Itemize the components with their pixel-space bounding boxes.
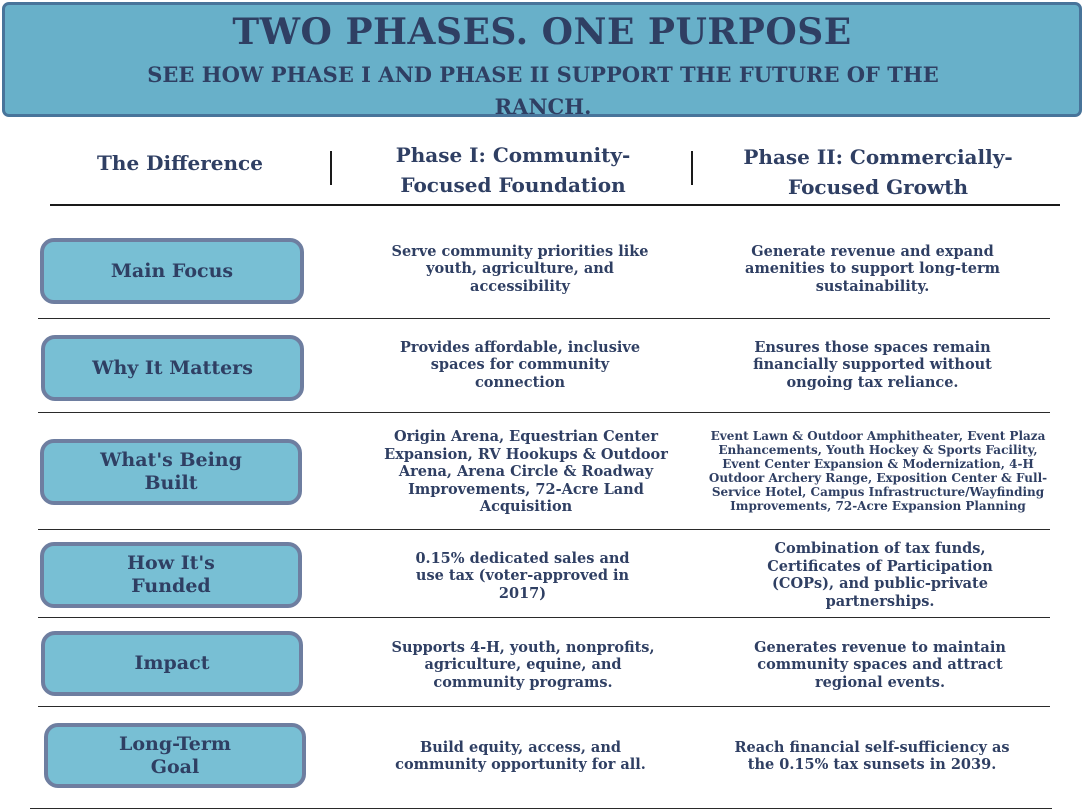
row-divider [38,412,1050,413]
row-label-long-term-goal: Long-Term Goal [44,723,306,788]
phase1-whats-being-built: Origin Arena, Equestrian Center Expansio… [384,428,668,516]
row-label-impact: Impact [41,631,303,696]
row-label-whats-being-built: What's Being Built [40,439,302,505]
title-banner: TWO PHASES. ONE PURPOSE SEE HOW PHASE I … [2,2,1082,119]
table-bottom-rule [30,808,1052,809]
header-divider [50,204,1060,206]
header-separator [691,151,693,185]
phase2-how-its-funded: Combination of tax funds, Certificates o… [767,540,993,610]
phase2-long-term-goal: Reach financial self-sufficiency as the … [734,738,1010,774]
page-title: TWO PHASES. ONE PURPOSE [232,11,852,53]
row-label-how-its-funded: How It's Funded [40,542,302,608]
phase2-whats-being-built: Event Lawn & Outdoor Amphitheater, Event… [708,429,1048,513]
phase1-why-it-matters: Provides affordable, inclusive spaces fo… [399,338,641,391]
phase2-why-it-matters: Ensures those spaces remain financially … [753,338,992,391]
phase2-main-focus: Generate revenue and expand amenities to… [745,242,1000,295]
page-subtitle: SEE HOW PHASE I AND PHASE II SUPPORT THE… [147,62,939,119]
phase2-impact: Generates revenue to maintain community … [754,638,1006,691]
row-divider [38,706,1050,707]
column-header-phase1: Phase I: Community-Focused Foundation [395,143,631,197]
row-divider [38,529,1050,530]
phase1-how-its-funded: 0.15% dedicated sales and use tax (voter… [415,549,630,602]
row-label-main-focus: Main Focus [40,238,304,304]
row-label-why-it-matters: Why It Matters [41,335,304,401]
column-header-phase2: Phase II: Commercially-Focused Growth [743,145,1013,199]
phase1-main-focus: Serve community priorities like youth, a… [391,242,649,295]
phase1-impact: Supports 4-H, youth, nonprofits, agricul… [391,638,655,691]
column-header-difference: The Difference [97,151,263,175]
phase1-long-term-goal: Build equity, access, and community oppo… [395,738,646,774]
row-divider [38,617,1050,618]
row-divider [38,318,1050,319]
header-separator [330,151,332,185]
